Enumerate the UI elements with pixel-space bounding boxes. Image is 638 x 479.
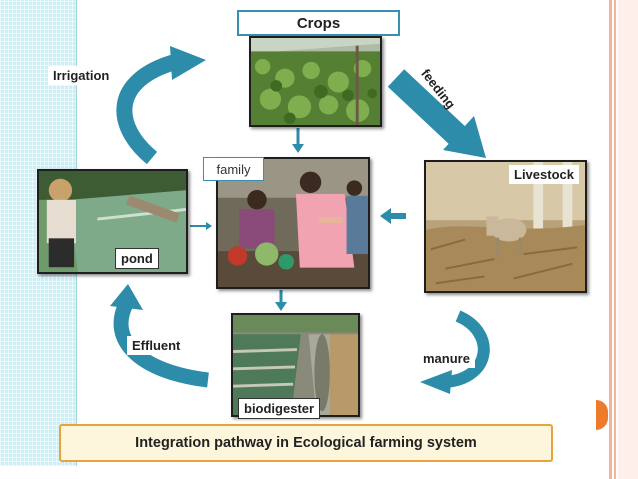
family-label: family <box>217 162 251 177</box>
crops-to-family-arrowhead <box>292 144 304 153</box>
manure-label: manure <box>418 349 475 368</box>
crops-photo <box>249 36 382 127</box>
effluent-arrowhead <box>110 284 143 310</box>
pond-label: pond <box>115 248 159 269</box>
caption-text: Integration pathway in Ecological farmin… <box>135 435 477 451</box>
pond-to-family-arrowhead <box>206 222 212 230</box>
biodigester-label: biodigester <box>238 398 320 419</box>
family-label-box: family <box>203 157 264 181</box>
livestock-to-family-arrowhead <box>380 208 391 224</box>
pond-photo <box>37 169 188 274</box>
irrigation-label: Irrigation <box>48 66 114 85</box>
family-to-biodigester-arrowhead <box>275 302 287 311</box>
effluent-label: Effluent <box>127 336 185 355</box>
crops-title-box: Crops <box>237 10 400 36</box>
diagram-caption: Integration pathway in Ecological farmin… <box>59 424 553 462</box>
manure-arrowhead <box>420 370 452 394</box>
livestock-label: Livestock <box>509 165 579 184</box>
crops-label: Crops <box>297 15 340 32</box>
irrigation-arrowhead <box>170 46 206 80</box>
irrigation-arrow <box>124 62 175 158</box>
